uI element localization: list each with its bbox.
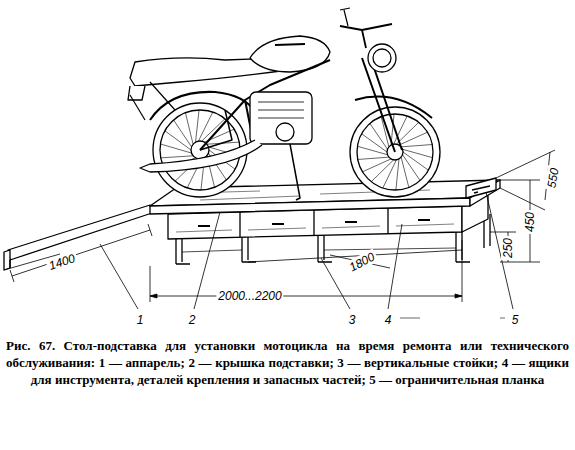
wheel-spoke [403, 155, 421, 181]
callout-number: 5 [510, 313, 521, 327]
wheel-spoke [185, 113, 193, 144]
wheel-spoke [370, 123, 388, 149]
callout-leaders [100, 192, 513, 318]
wheel-spoke [396, 159, 399, 190]
dimension-label: 1400 [45, 251, 79, 274]
wheel-spoke [403, 149, 433, 157]
dimension-label: 250 [501, 236, 515, 260]
callout-number: 2 [187, 313, 198, 327]
wheel-spoke [363, 159, 391, 172]
wheel-spoke [358, 157, 389, 159]
limiting-plate [466, 178, 496, 198]
dimension-label: 1800 [345, 249, 379, 276]
dimension-label: 2000...2200 [216, 289, 283, 303]
callout-number: 4 [383, 313, 394, 327]
wheel-spoke [174, 120, 192, 147]
wheel-spoke [401, 157, 409, 187]
wheel-spoke [202, 119, 225, 141]
wheel-spoke [399, 132, 427, 145]
wheel-spoke [196, 110, 200, 142]
wheel-spoke [160, 144, 191, 153]
motorcycle [128, 8, 440, 200]
dimension-label: 450 [523, 210, 537, 234]
dimension-label: 550 [544, 165, 562, 191]
wheel-spoke [371, 160, 393, 182]
callout-number: 3 [347, 313, 358, 327]
wheel-spoke [357, 146, 387, 154]
wheel-spoke [161, 156, 193, 158]
dimension-lines [10, 150, 555, 302]
wheel-spoke [401, 145, 432, 147]
figure-caption: Рис. 67. Стол-подставка для установки мо… [6, 337, 569, 388]
callout-number: 1 [135, 313, 146, 327]
ramp [4, 205, 152, 270]
